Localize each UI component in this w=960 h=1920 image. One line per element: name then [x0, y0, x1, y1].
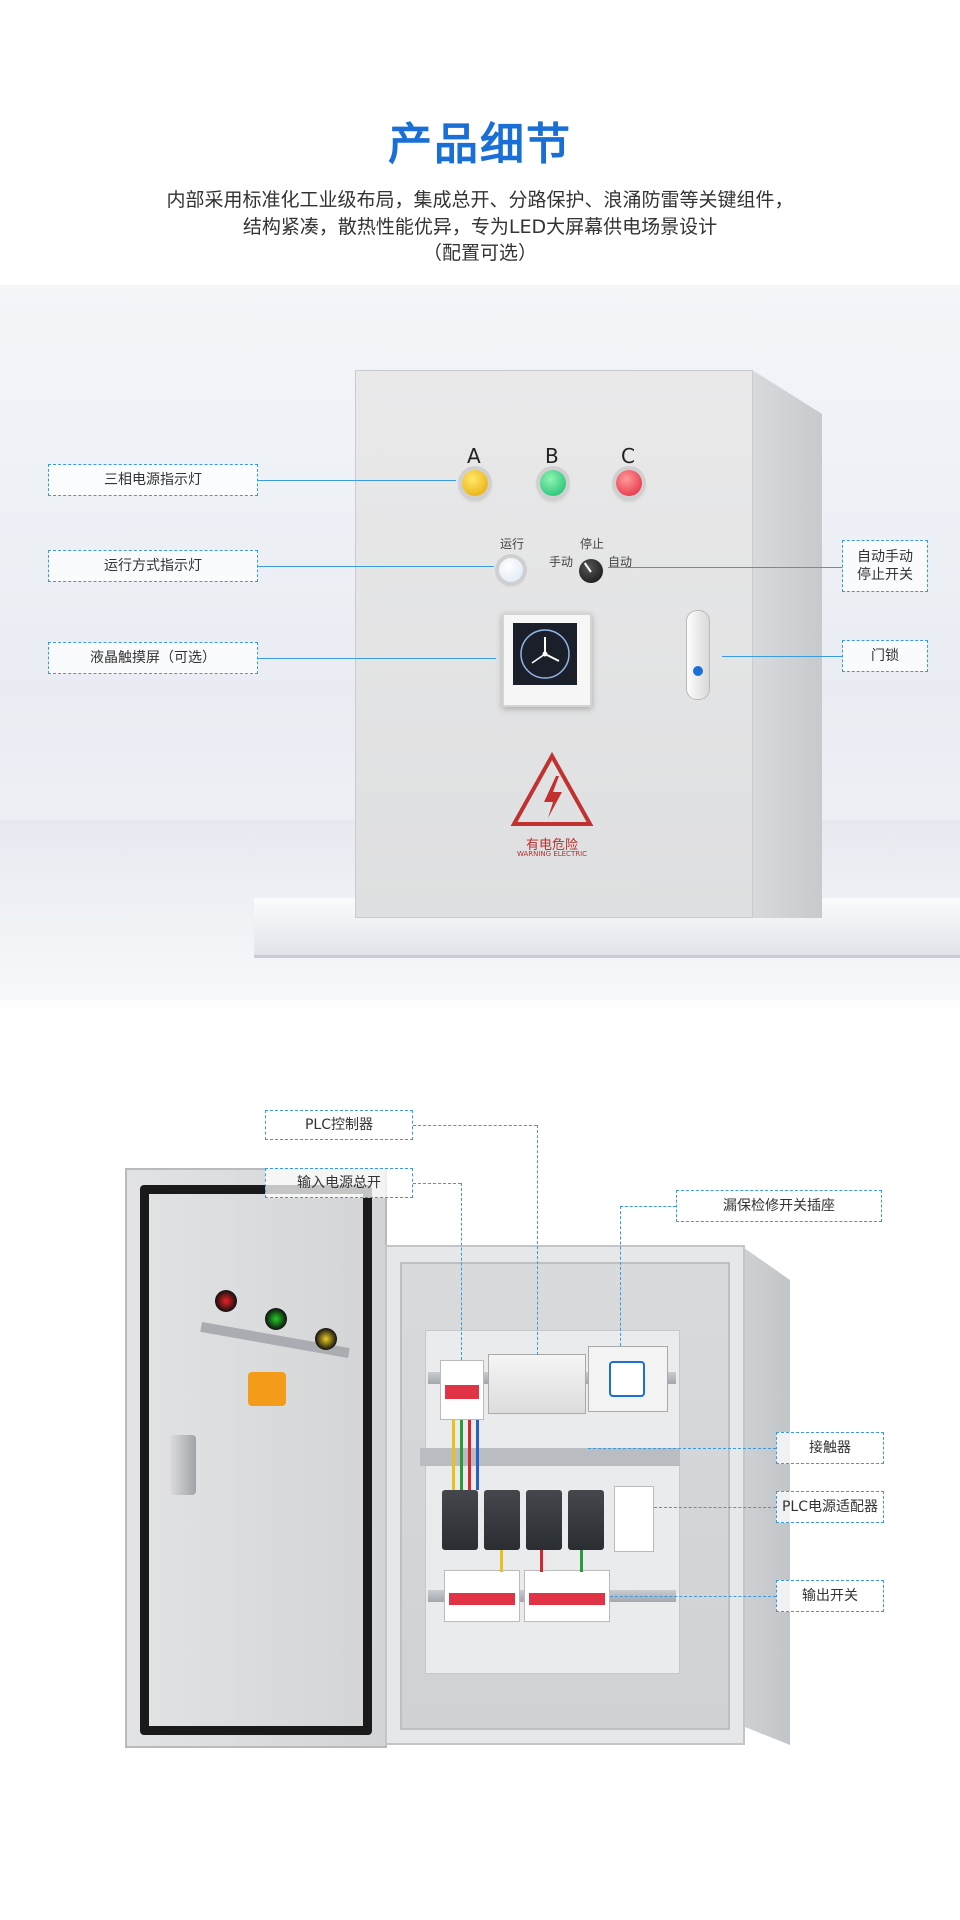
lightning-icon: [544, 776, 562, 818]
callout-lcd-screen: 液晶触摸屏（可选）: [48, 642, 258, 674]
subtitle-line-1: 内部采用标准化工业级布局，集成总开、分路保护、浪涌防雷等关键组件，: [166, 189, 794, 211]
clock-icon: [520, 629, 570, 679]
warning-triangle-icon: [510, 752, 594, 826]
subtitle-line-2: 结构紧凑，散热性能优异，专为LED大屏幕供电场景设计: [242, 216, 718, 238]
socket-outlet-icon: [609, 1361, 645, 1397]
output-toggles-1: [449, 1593, 515, 1605]
lcd-display: [513, 623, 577, 685]
output-switch-group-2: [524, 1570, 610, 1622]
callout-input-main-switch: 输入电源总开: [265, 1168, 413, 1198]
callout-line: [258, 566, 494, 567]
wiring-duct: [420, 1448, 680, 1466]
callout-plc-controller: PLC控制器: [265, 1110, 413, 1140]
callout-line: [413, 1125, 537, 1126]
shelf-edge: [254, 955, 960, 958]
callout-auto-manual-line1: 自动手动: [857, 548, 913, 565]
callout-line: [258, 480, 456, 481]
callout-line: [537, 1125, 538, 1355]
callout-output-switch: 输出开关: [776, 1580, 884, 1612]
wire-yellow: [452, 1420, 455, 1490]
contactor-2: [484, 1490, 520, 1550]
warning-text-en: WARNING ELECTRIC: [516, 850, 588, 858]
phase-c-indicator-lamp: [616, 470, 642, 496]
wire-red: [468, 1420, 471, 1490]
door-lock[interactable]: [686, 610, 710, 700]
phase-label-c: C: [621, 444, 635, 468]
door-gasket: [140, 1185, 372, 1735]
callout-line: [620, 1206, 621, 1346]
output-toggles-2: [529, 1593, 605, 1605]
lock-keyhole-icon: [693, 666, 703, 676]
leakage-maintenance-socket: [588, 1346, 668, 1412]
door-handle[interactable]: [170, 1435, 196, 1495]
wire-yellow-out: [500, 1550, 503, 1572]
mode-selector-knob[interactable]: [579, 559, 603, 583]
run-indicator-lamp: [499, 558, 523, 582]
callout-plc-power-adapter: PLC电源适配器: [776, 1491, 884, 1523]
main-input-switch: [440, 1360, 484, 1420]
wire-green: [460, 1420, 463, 1490]
callout-three-phase-lamps: 三相电源指示灯: [48, 464, 258, 496]
auto-label: 自动: [608, 555, 633, 569]
main-switch-toggle: [445, 1385, 479, 1399]
warning-text-cn: 有电危险: [525, 838, 578, 853]
wire-red-out: [540, 1550, 543, 1572]
door-lamp-green: [265, 1308, 287, 1330]
output-switch-group-1: [444, 1570, 520, 1622]
section-title: 产品细节: [388, 119, 572, 170]
plc-power-adapter: [614, 1486, 654, 1552]
stop-label: 停止: [580, 537, 605, 551]
callout-line: [608, 567, 842, 568]
callout-line: [588, 1448, 776, 1449]
callout-auto-manual-line2: 停止开关: [857, 567, 913, 583]
callout-auto-manual-switch: 自动手动 停止开关: [842, 540, 928, 592]
run-label: 运行: [500, 537, 525, 551]
wire-blue: [476, 1420, 479, 1490]
door-switch-module: [248, 1372, 286, 1406]
plc-controller: [488, 1354, 586, 1414]
phase-label-b: B: [545, 444, 559, 468]
door-lamp-yellow: [315, 1328, 337, 1350]
phase-a-indicator-lamp: [462, 470, 488, 496]
manual-label: 手动: [549, 555, 574, 569]
subtitle-line-3: （配置可选）: [422, 242, 537, 264]
cabinet-side-panel: [752, 370, 822, 918]
phase-b-indicator-lamp: [540, 470, 566, 496]
contactor-4: [568, 1490, 604, 1550]
callout-leakage-socket: 漏保检修开关插座: [676, 1190, 882, 1222]
callout-line: [258, 658, 496, 659]
door-lamp-red: [215, 1290, 237, 1312]
phase-label-a: A: [467, 444, 481, 468]
lcd-touch-screen[interactable]: [502, 613, 592, 707]
callout-line: [722, 656, 842, 657]
callout-line: [413, 1183, 461, 1184]
callout-line: [620, 1206, 676, 1207]
contactor-1: [442, 1490, 478, 1550]
contactor-3: [526, 1490, 562, 1550]
callout-run-mode-lamp: 运行方式指示灯: [48, 550, 258, 582]
callout-line: [610, 1596, 776, 1597]
callout-line: [461, 1183, 462, 1360]
callout-contactor: 接触器: [776, 1432, 884, 1464]
callout-line: [654, 1507, 776, 1508]
wire-green-out: [580, 1550, 583, 1572]
cabinet-door-open: [125, 1168, 387, 1748]
callout-door-lock: 门锁: [842, 640, 928, 672]
